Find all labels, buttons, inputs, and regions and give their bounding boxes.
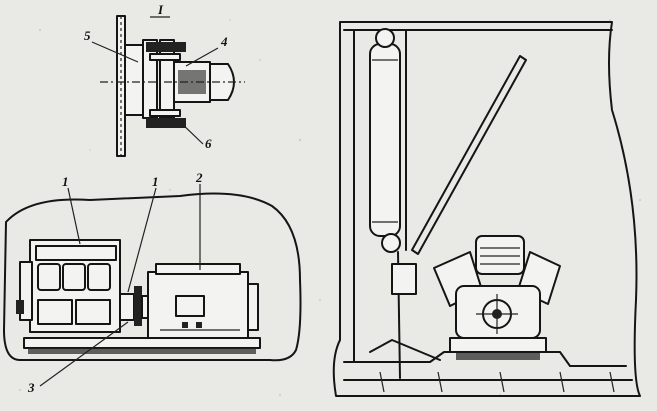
- floor-ticks: [379, 371, 615, 393]
- air-receiver: [369, 28, 401, 253]
- bracket: [369, 339, 441, 361]
- callout-6-leader: [177, 119, 204, 145]
- hub: [124, 44, 144, 116]
- callout-1-label: 1: [62, 174, 69, 189]
- callout-6-label: 6: [205, 136, 212, 151]
- compressor-motor-unit: 1 1 2 3: [3, 170, 302, 395]
- callout-4-leader: [185, 47, 219, 67]
- compressor: [16, 239, 121, 333]
- callout-3-leader: [39, 321, 129, 387]
- callout-5-label: 5: [84, 28, 91, 43]
- coupling-bolts: [146, 42, 186, 128]
- callout-1-leader: [67, 187, 81, 245]
- room-wall: [332, 21, 641, 397]
- foundation-outline: [3, 192, 302, 362]
- unit-coupling: [119, 286, 151, 326]
- callout-3-label: 3: [27, 380, 35, 395]
- callout-1b-label: 1: [152, 174, 159, 189]
- coupling-detail: I 5 4 6: [84, 2, 245, 157]
- section-mark: I: [157, 2, 164, 17]
- callout-2-label: 2: [195, 170, 203, 185]
- diagonal-pipe: [411, 55, 527, 255]
- valve-box: [391, 263, 417, 295]
- shaft-end: [209, 63, 235, 101]
- callout-5-leader: [91, 41, 139, 63]
- callout-1b-leader: [127, 187, 157, 293]
- installation-view: [332, 21, 641, 397]
- floor-line: [343, 351, 627, 367]
- electric-motor: [147, 263, 259, 341]
- base-frame: [23, 337, 261, 349]
- callout-4-label: 4: [220, 34, 228, 49]
- v-compressor: [433, 235, 561, 360]
- paper-texture: [19, 19, 641, 396]
